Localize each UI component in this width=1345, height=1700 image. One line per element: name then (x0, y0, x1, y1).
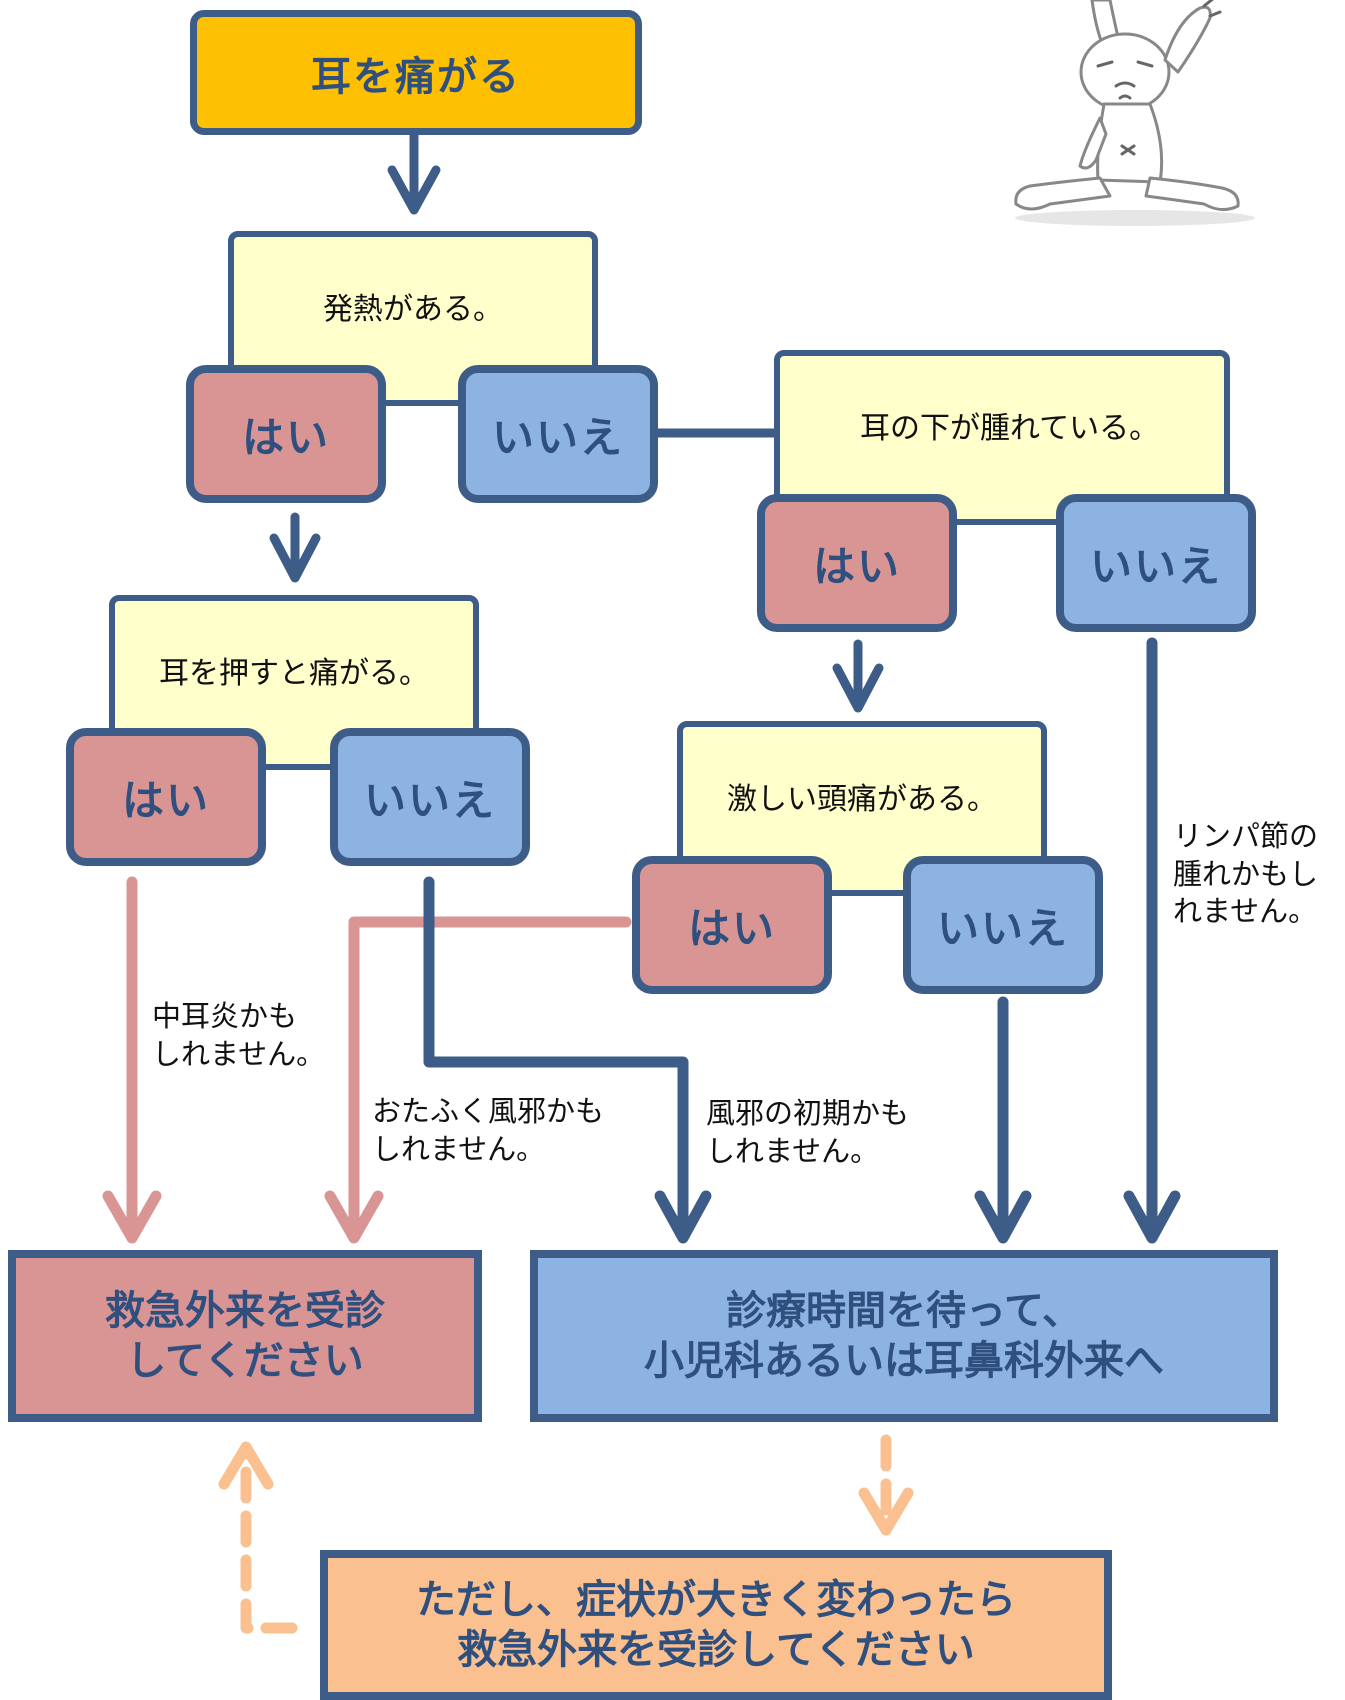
no-label: いいえ (363, 775, 496, 825)
note-lymph-line3: れません。 (1173, 894, 1318, 929)
result-clinic-line2: 小児科あるいは耳鼻科外来へ (644, 1338, 1164, 1384)
no-label: いいえ (936, 903, 1069, 953)
note-otitis-line1: 中耳炎かも (152, 999, 298, 1033)
result-clinic-line1: 診療時間を待って、 (726, 1288, 1082, 1334)
question-headache-text: 激しい頭痛がある。 (727, 781, 997, 817)
arrow-q3-yes-to-emergency (102, 876, 162, 1244)
arrow-q2-yes-to-q4 (832, 639, 884, 713)
question-press-pain-text: 耳を押すと痛がる。 (159, 655, 429, 691)
note-otitis-line2: しれません。 (152, 1036, 326, 1071)
result-emergency-line2: してください (126, 1338, 364, 1384)
note-cold-line1: 風邪の初期かも (706, 1096, 910, 1130)
question-swelling-no: いいえ (1056, 494, 1256, 632)
arrow-q4-no-to-clinic (974, 996, 1032, 1244)
question-swelling-text: 耳の下が腫れている。 (860, 410, 1160, 446)
arrow-caution-to-emergency (218, 1441, 298, 1634)
note-lymph-line2: 腫れかもし (1173, 856, 1319, 891)
note-mumps-line1: おたふく風邪かも (372, 1094, 605, 1128)
question-fever-no: いいえ (458, 365, 658, 503)
question-fever-yes: はい (186, 365, 386, 503)
no-label: いいえ (1089, 541, 1222, 591)
note-cold-line2: しれません。 (706, 1133, 880, 1168)
arrow-q1-yes-to-q3 (269, 512, 321, 583)
question-press-pain-yes: はい (66, 728, 266, 866)
question-headache-no: いいえ (903, 856, 1103, 994)
yes-label: はい (241, 412, 330, 462)
result-caution-line1: ただし、症状が大きく変わったら (416, 1577, 1016, 1623)
note-otitis: 中耳炎かも しれません。 (152, 998, 325, 1073)
note-lymph: リンパ節の 腫れかもし れません。 (1173, 818, 1318, 931)
result-clinic: 診療時間を待って、 小児科あるいは耳鼻科外来へ (530, 1250, 1278, 1422)
arrow-q4-yes-to-emergency (324, 916, 632, 1244)
result-caution-line2: 救急外来を受診してください (457, 1627, 975, 1673)
yes-label: はい (121, 775, 210, 825)
arrow-q3-no-to-clinic (423, 876, 712, 1244)
question-press-pain-no: いいえ (330, 728, 530, 866)
result-emergency: 救急外来を受診 してください (8, 1250, 482, 1422)
rabbit-illustration (1014, 0, 1255, 226)
note-cold: 風邪の初期かも しれません。 (706, 1095, 909, 1170)
note-lymph-line1: リンパ節の (1173, 819, 1319, 853)
start-label: 耳を痛がる (311, 53, 521, 100)
question-headache-yes: はい (632, 856, 832, 994)
result-emergency-line1: 救急外来を受診 (105, 1288, 385, 1334)
no-label: いいえ (491, 412, 624, 462)
yes-label: はい (687, 903, 776, 953)
note-mumps: おたふく風邪かも しれません。 (372, 1093, 604, 1168)
yes-label: はい (812, 541, 901, 591)
arrow-clinic-to-caution (858, 1434, 914, 1536)
start-node: 耳を痛がる (190, 10, 642, 135)
question-swelling-yes: はい (757, 494, 957, 632)
question-fever-text: 発熱がある。 (323, 291, 503, 327)
arrow-q2-no-to-clinic (1123, 637, 1181, 1244)
arrow-start-to-q1 (387, 130, 441, 215)
note-mumps-line2: しれません。 (372, 1131, 546, 1166)
result-caution: ただし、症状が大きく変わったら 救急外来を受診してください (320, 1550, 1112, 1700)
